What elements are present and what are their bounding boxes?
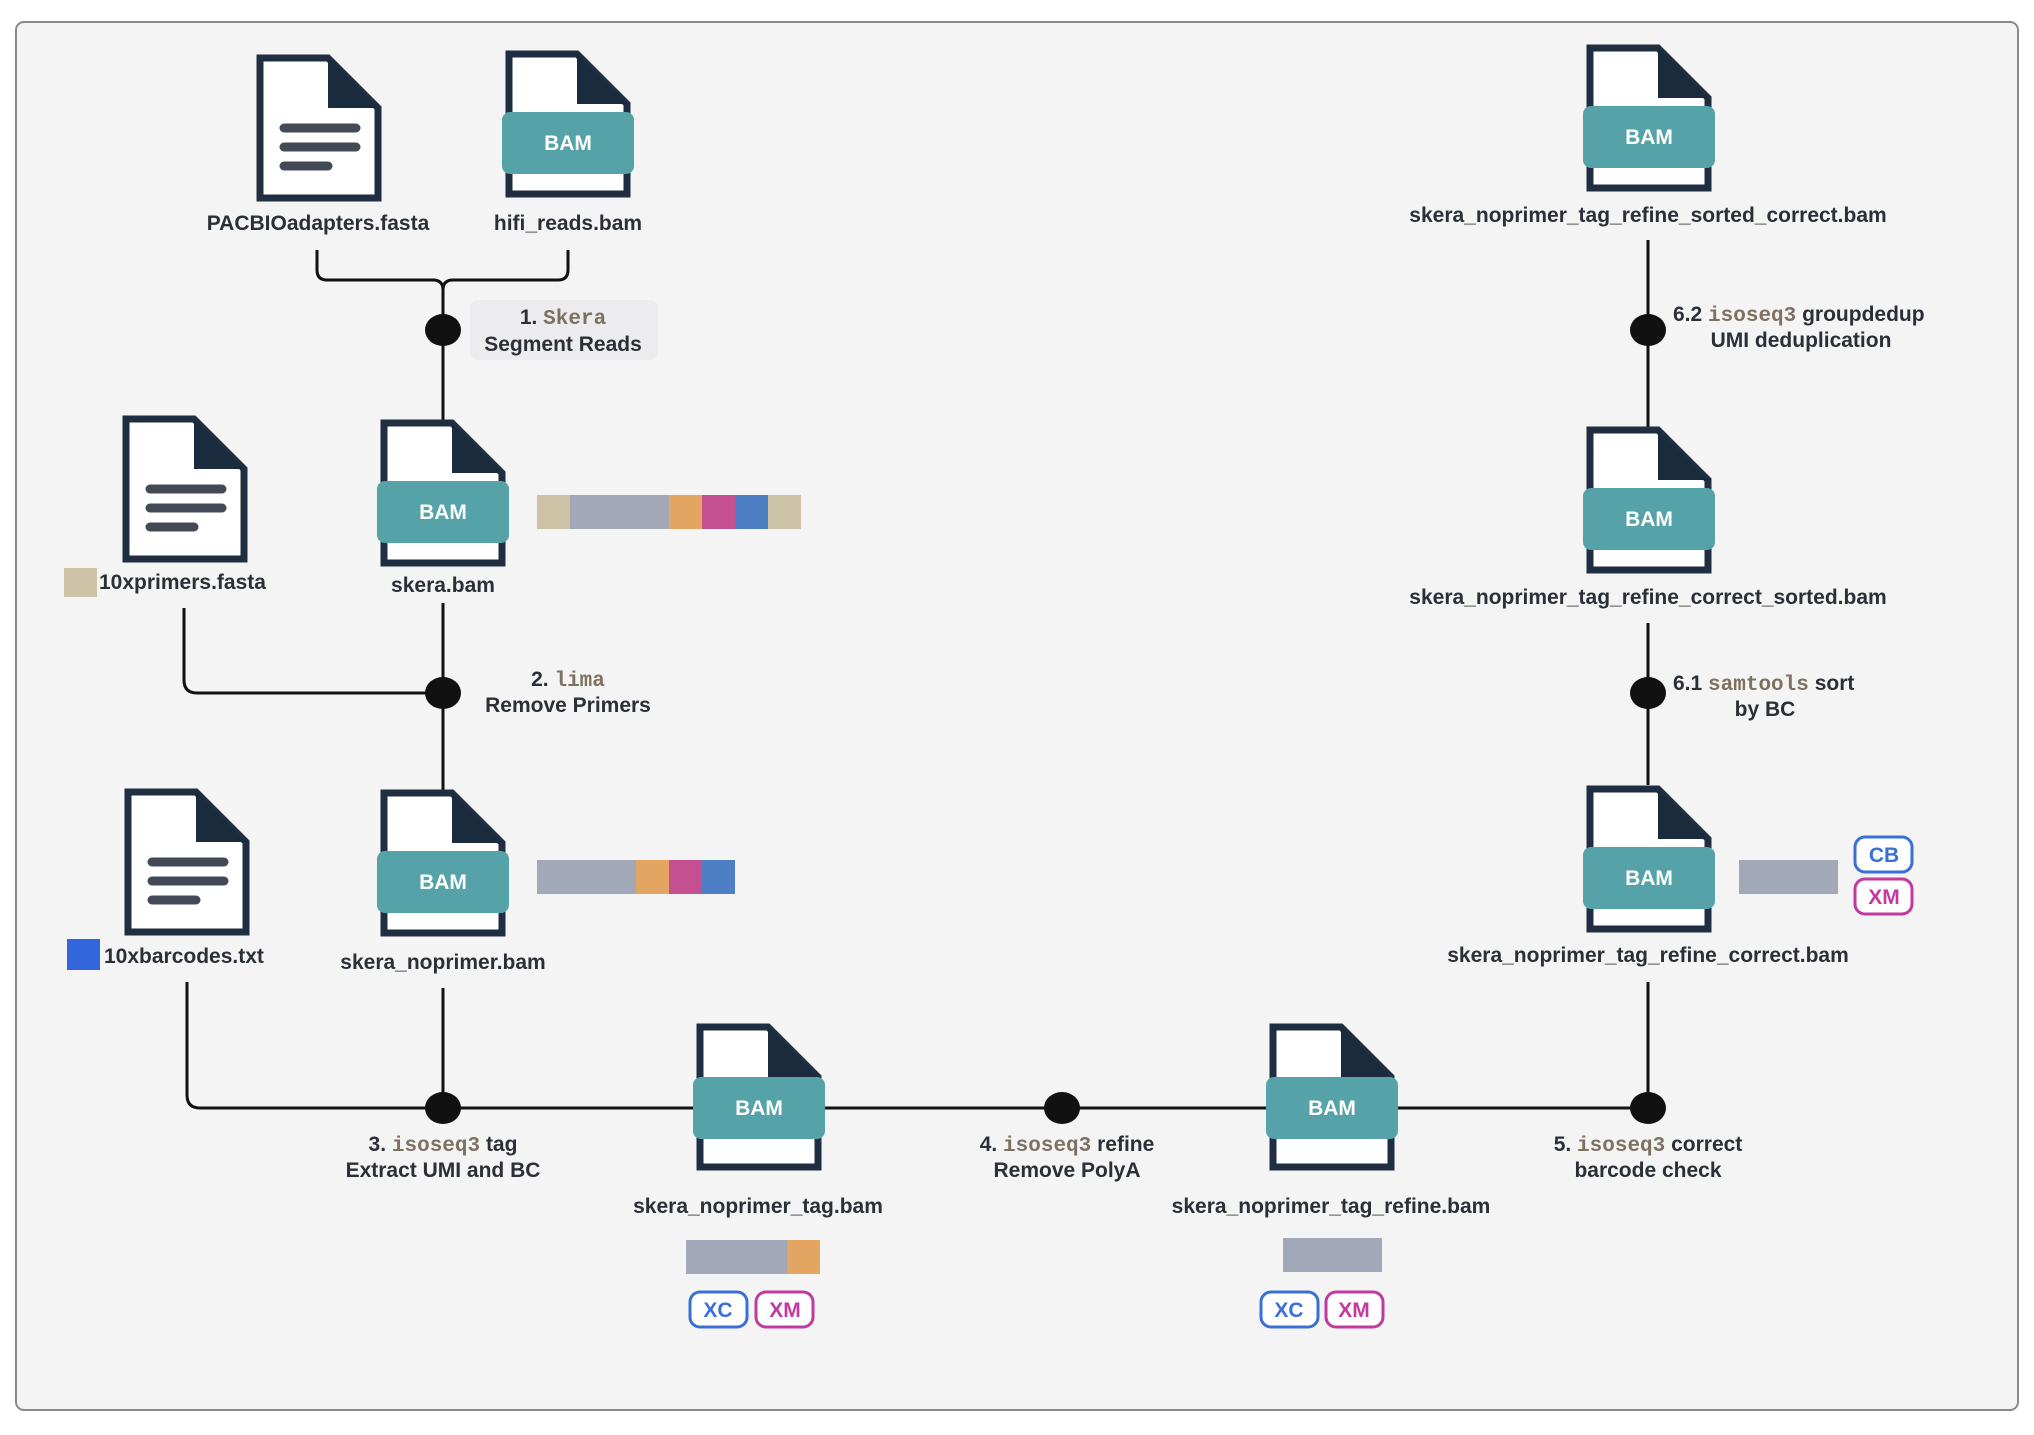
svg-text:Remove PolyA: Remove PolyA [993,1159,1140,1182]
svg-text:4. isoseq3 refine: 4. isoseq3 refine [980,1133,1155,1158]
file-label-primers: 10xprimers.fasta [99,571,266,594]
step-61-dot [1630,677,1666,709]
file-sorted-correct-bam: BAM [1583,48,1715,188]
tag-xm-refine-bam: XM [1324,1290,1385,1329]
diagram-frame [15,21,2019,1411]
step-4-dot [1044,1092,1080,1124]
svg-text:Extract UMI and BC: Extract UMI and BC [346,1159,541,1182]
svg-text:XC: XC [703,1299,732,1322]
svg-text:Remove Primers: Remove Primers [485,694,651,717]
file-refine-bam: BAM [1266,1027,1398,1167]
svg-text:2. lima: 2. lima [531,668,605,693]
file-correct-sorted-bam: BAM [1583,430,1715,570]
bam-badge-label: BAM [735,1097,783,1120]
file-label-sorted-correct: skera_noprimer_tag_refine_sorted_correct… [1409,204,1886,227]
bam-badge-label: BAM [1625,126,1673,149]
read-structure-skera [537,495,801,529]
read-structure-tag [686,1240,820,1274]
connector-adapters-hifi [315,250,570,318]
step-62-label: 6.2 isoseq3 groupdedup UMI deduplication [1673,303,1925,352]
bam-badge-label: BAM [544,132,592,155]
svg-text:1. Skera: 1. Skera [520,306,607,331]
tag-xc-tag-bam: XC [688,1290,749,1329]
file-label-correct-sorted: skera_noprimer_tag_refine_correct_sorted… [1409,586,1886,609]
tag-xc-refine-bam: XC [1259,1290,1320,1329]
file-barcodes-txt [128,792,246,932]
file-label-barcodes: 10xbarcodes.txt [104,945,264,968]
svg-text:XC: XC [1274,1299,1303,1322]
svg-text:CB: CB [1869,844,1899,867]
svg-text:5. isoseq3 correct: 5. isoseq3 correct [1554,1133,1743,1158]
tag-cb-correct-bam: CB [1853,835,1914,874]
svg-text:XM: XM [1868,886,1900,909]
file-label-noprimer: skera_noprimer.bam [340,951,545,974]
step-5-label: 5. isoseq3 correct barcode check [1554,1133,1743,1182]
file-label-tag: skera_noprimer_tag.bam [633,1195,883,1218]
step-61-label: 6.1 samtools sort by BC [1673,672,1854,721]
file-noprimer-bam: BAM [377,793,509,933]
svg-text:XM: XM [769,1299,801,1322]
step-1-label: 1. Skera Segment Reads [484,306,642,356]
read-structure-correct [1739,860,1838,894]
svg-text:XM: XM [1338,1299,1370,1322]
bam-badge-label: BAM [419,871,467,894]
file-primers-fasta [126,419,244,559]
adapter-color-square [64,568,97,597]
svg-text:UMI deduplication: UMI deduplication [1711,329,1892,352]
step-3-dot [425,1092,461,1124]
bam-badge-label: BAM [1625,867,1673,890]
svg-text:barcode check: barcode check [1574,1159,1721,1182]
connector-primers-step2 [182,608,443,695]
svg-text:3. isoseq3 tag: 3. isoseq3 tag [369,1133,518,1158]
step-dots [425,314,1666,1124]
step-62-dot [1630,314,1666,346]
file-correct-bam: BAM [1583,789,1715,929]
step-1-dot [425,314,461,346]
file-adapters-fasta [260,58,378,198]
bam-badge-label: BAM [1625,508,1673,531]
file-tag-bam: BAM [693,1027,825,1167]
read-structure-noprimer [537,860,735,894]
read-structure-refine [1283,1238,1382,1272]
step-5-dot [1630,1092,1666,1124]
file-label-hifi: hifi_reads.bam [494,212,642,235]
file-hifi-bam: BAM [502,54,634,194]
step-1-note-bg [470,300,658,360]
step-2-dot [425,677,461,709]
tag-xm-correct-bam: XM [1853,877,1914,916]
step-2-label: 2. lima Remove Primers [485,668,651,717]
step-4-label: 4. isoseq3 refine Remove PolyA [980,1133,1155,1182]
barcode-color-square [67,939,100,970]
bam-badge-label: BAM [1308,1097,1356,1120]
tag-xm-tag-bam: XM [754,1290,815,1329]
svg-text:by BC: by BC [1735,698,1796,721]
file-skera-bam: BAM [377,423,509,563]
svg-text:Segment Reads: Segment Reads [484,333,642,356]
file-label-skera: skera.bam [391,574,495,597]
file-label-correct: skera_noprimer_tag_refine_correct.bam [1447,944,1849,967]
step-3-label: 3. isoseq3 tag Extract UMI and BC [346,1133,541,1182]
connector-barcodes-step3 [185,982,1648,1110]
bam-badge-label: BAM [419,501,467,524]
file-label-refine: skera_noprimer_tag_refine.bam [1172,1195,1491,1218]
svg-text:6.1 samtools sort: 6.1 samtools sort [1673,672,1854,697]
file-label-adapters: PACBIOadapters.fasta [207,212,430,235]
svg-text:6.2 isoseq3 groupdedup: 6.2 isoseq3 groupdedup [1673,303,1925,328]
